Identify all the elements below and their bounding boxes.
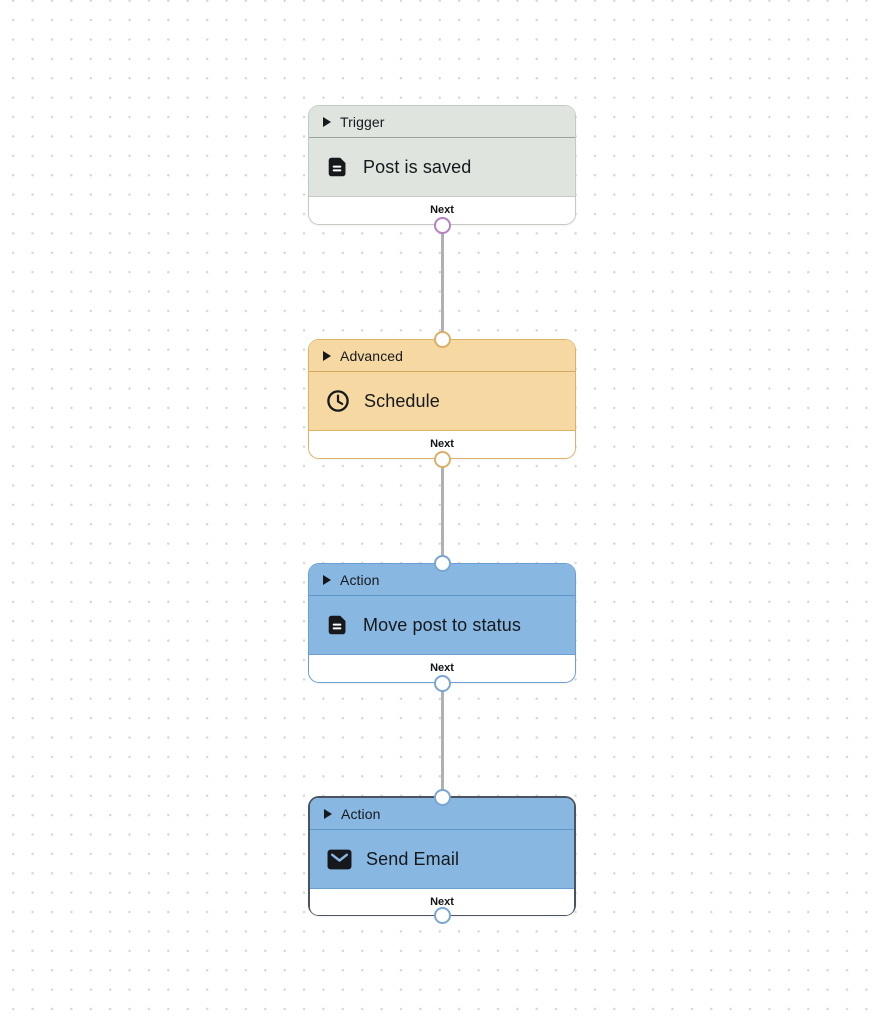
collapse-arrow-icon[interactable] [324, 808, 332, 819]
node-action-send-email[interactable]: Action Send Email Next [308, 788, 576, 924]
edge-connector [440, 458, 444, 564]
next-label: Next [430, 438, 454, 450]
input-port[interactable] [433, 330, 451, 348]
node-category-label: Advanced [340, 347, 404, 364]
input-port[interactable] [433, 554, 451, 572]
collapse-arrow-icon[interactable] [323, 116, 331, 127]
output-port[interactable] [433, 450, 451, 468]
input-port[interactable] [433, 788, 451, 806]
node-action-move-post-to-status[interactable]: Action Move post to status Next [308, 554, 576, 692]
edge-connector [440, 225, 444, 339]
node-title: Post is saved [363, 156, 472, 177]
node-body[interactable]: Move post to status [309, 596, 575, 655]
node-body[interactable]: Post is saved [309, 138, 575, 197]
node-body[interactable]: Send Email [310, 830, 574, 889]
clock-icon [326, 389, 350, 413]
node-category-label: Action [341, 805, 381, 822]
edge-connector [440, 683, 444, 796]
envelope-icon [327, 849, 352, 870]
output-port[interactable] [433, 906, 451, 924]
document-icon [326, 614, 349, 637]
next-label: Next [430, 896, 454, 908]
output-port[interactable] [433, 216, 451, 234]
node-title: Schedule [364, 390, 440, 411]
collapse-arrow-icon[interactable] [323, 574, 331, 585]
node-header[interactable]: Action [309, 564, 575, 596]
next-label: Next [430, 204, 454, 216]
node-body[interactable]: Schedule [309, 372, 575, 431]
node-advanced-schedule[interactable]: Advanced Schedule Next [308, 330, 576, 468]
node-title: Move post to status [363, 614, 521, 635]
collapse-arrow-icon[interactable] [323, 350, 331, 361]
output-port[interactable] [433, 674, 451, 692]
document-icon [326, 156, 349, 179]
node-category-label: Action [340, 571, 380, 588]
next-label: Next [430, 662, 454, 674]
node-category-label: Trigger [340, 113, 385, 130]
node-title: Send Email [366, 848, 460, 869]
node-trigger-post-is-saved[interactable]: Trigger Post is saved Next [308, 105, 576, 234]
node-header[interactable]: Trigger [309, 106, 575, 138]
